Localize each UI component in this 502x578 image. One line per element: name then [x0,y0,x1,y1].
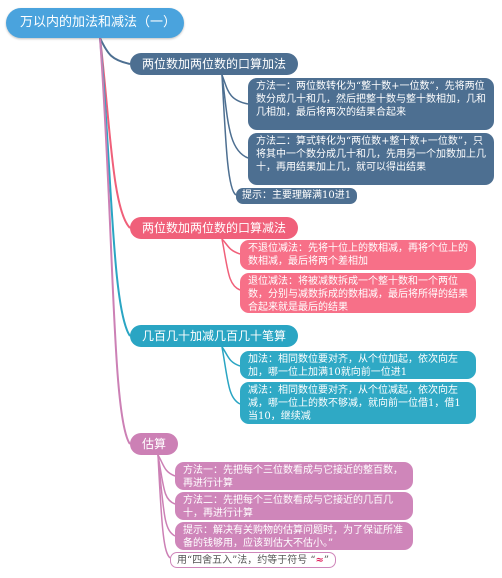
estimation-tip[interactable]: 提示：解决有关购物的估算问题时，为了保证所准备的钱够用，应该到估大不估小。” [175,522,413,550]
borrow-subtraction[interactable]: 退位减法：将被减数拆成一个整十数和一个两位数，分别与减数拆成的数相减，最后将所得… [240,273,476,313]
no-borrow-subtraction[interactable]: 不退位减法：先将十位上的数相减，再将个位上的数相减，最后将两个差相加 [240,240,476,270]
written-subtraction[interactable]: 减法：相同数位要对齐，从个位减起，依次向左减，哪一位上的数不够减，就向前一位借1… [240,382,476,424]
written-addition[interactable]: 加法：相同数位要对齐，从个位加起，依次向左加，哪一位上加满10就向前一位进1 [240,351,476,379]
oral-addition-method-2[interactable]: 方法二：算式转化为“两位数+整十数+一位数”，只将其中一个数分成几十和几，先用另… [248,133,494,185]
approx-symbol: ≈ [315,555,324,566]
branch-estimation[interactable]: 估算 [130,433,179,455]
oral-addition-method-1[interactable]: 方法一：两位数转化为“整十数+一位数”，先将两位数分成几十和几，然后把整十数与整… [248,78,494,130]
root-topic[interactable]: 万以内的加法和减法（一） [6,8,184,38]
branch-oral-addition[interactable]: 两位数加两位数的口算加法 [130,53,299,75]
rounding-tip[interactable]: 用“四舍五入”法，约等于符号 “≈” [170,552,337,568]
estimation-method-2[interactable]: 方法二：先把每个三位数看成与它接近的几百几十，再进行计算 [175,492,413,520]
oral-addition-tip[interactable]: 提示：主要理解满10进1 [236,188,358,204]
rounding-tip-text: 用“四舍五入”法，约等于符号 “ [177,555,316,566]
branch-oral-subtraction[interactable]: 两位数加两位数的口算减法 [130,217,299,239]
rounding-tip-close: ” [323,555,330,566]
estimation-method-1[interactable]: 方法一：先把每个三位数看成与它接近的整百数，再进行计算 [175,462,413,490]
branch-written-calculation[interactable]: 几百几十加减几百几十笔算 [130,325,299,347]
